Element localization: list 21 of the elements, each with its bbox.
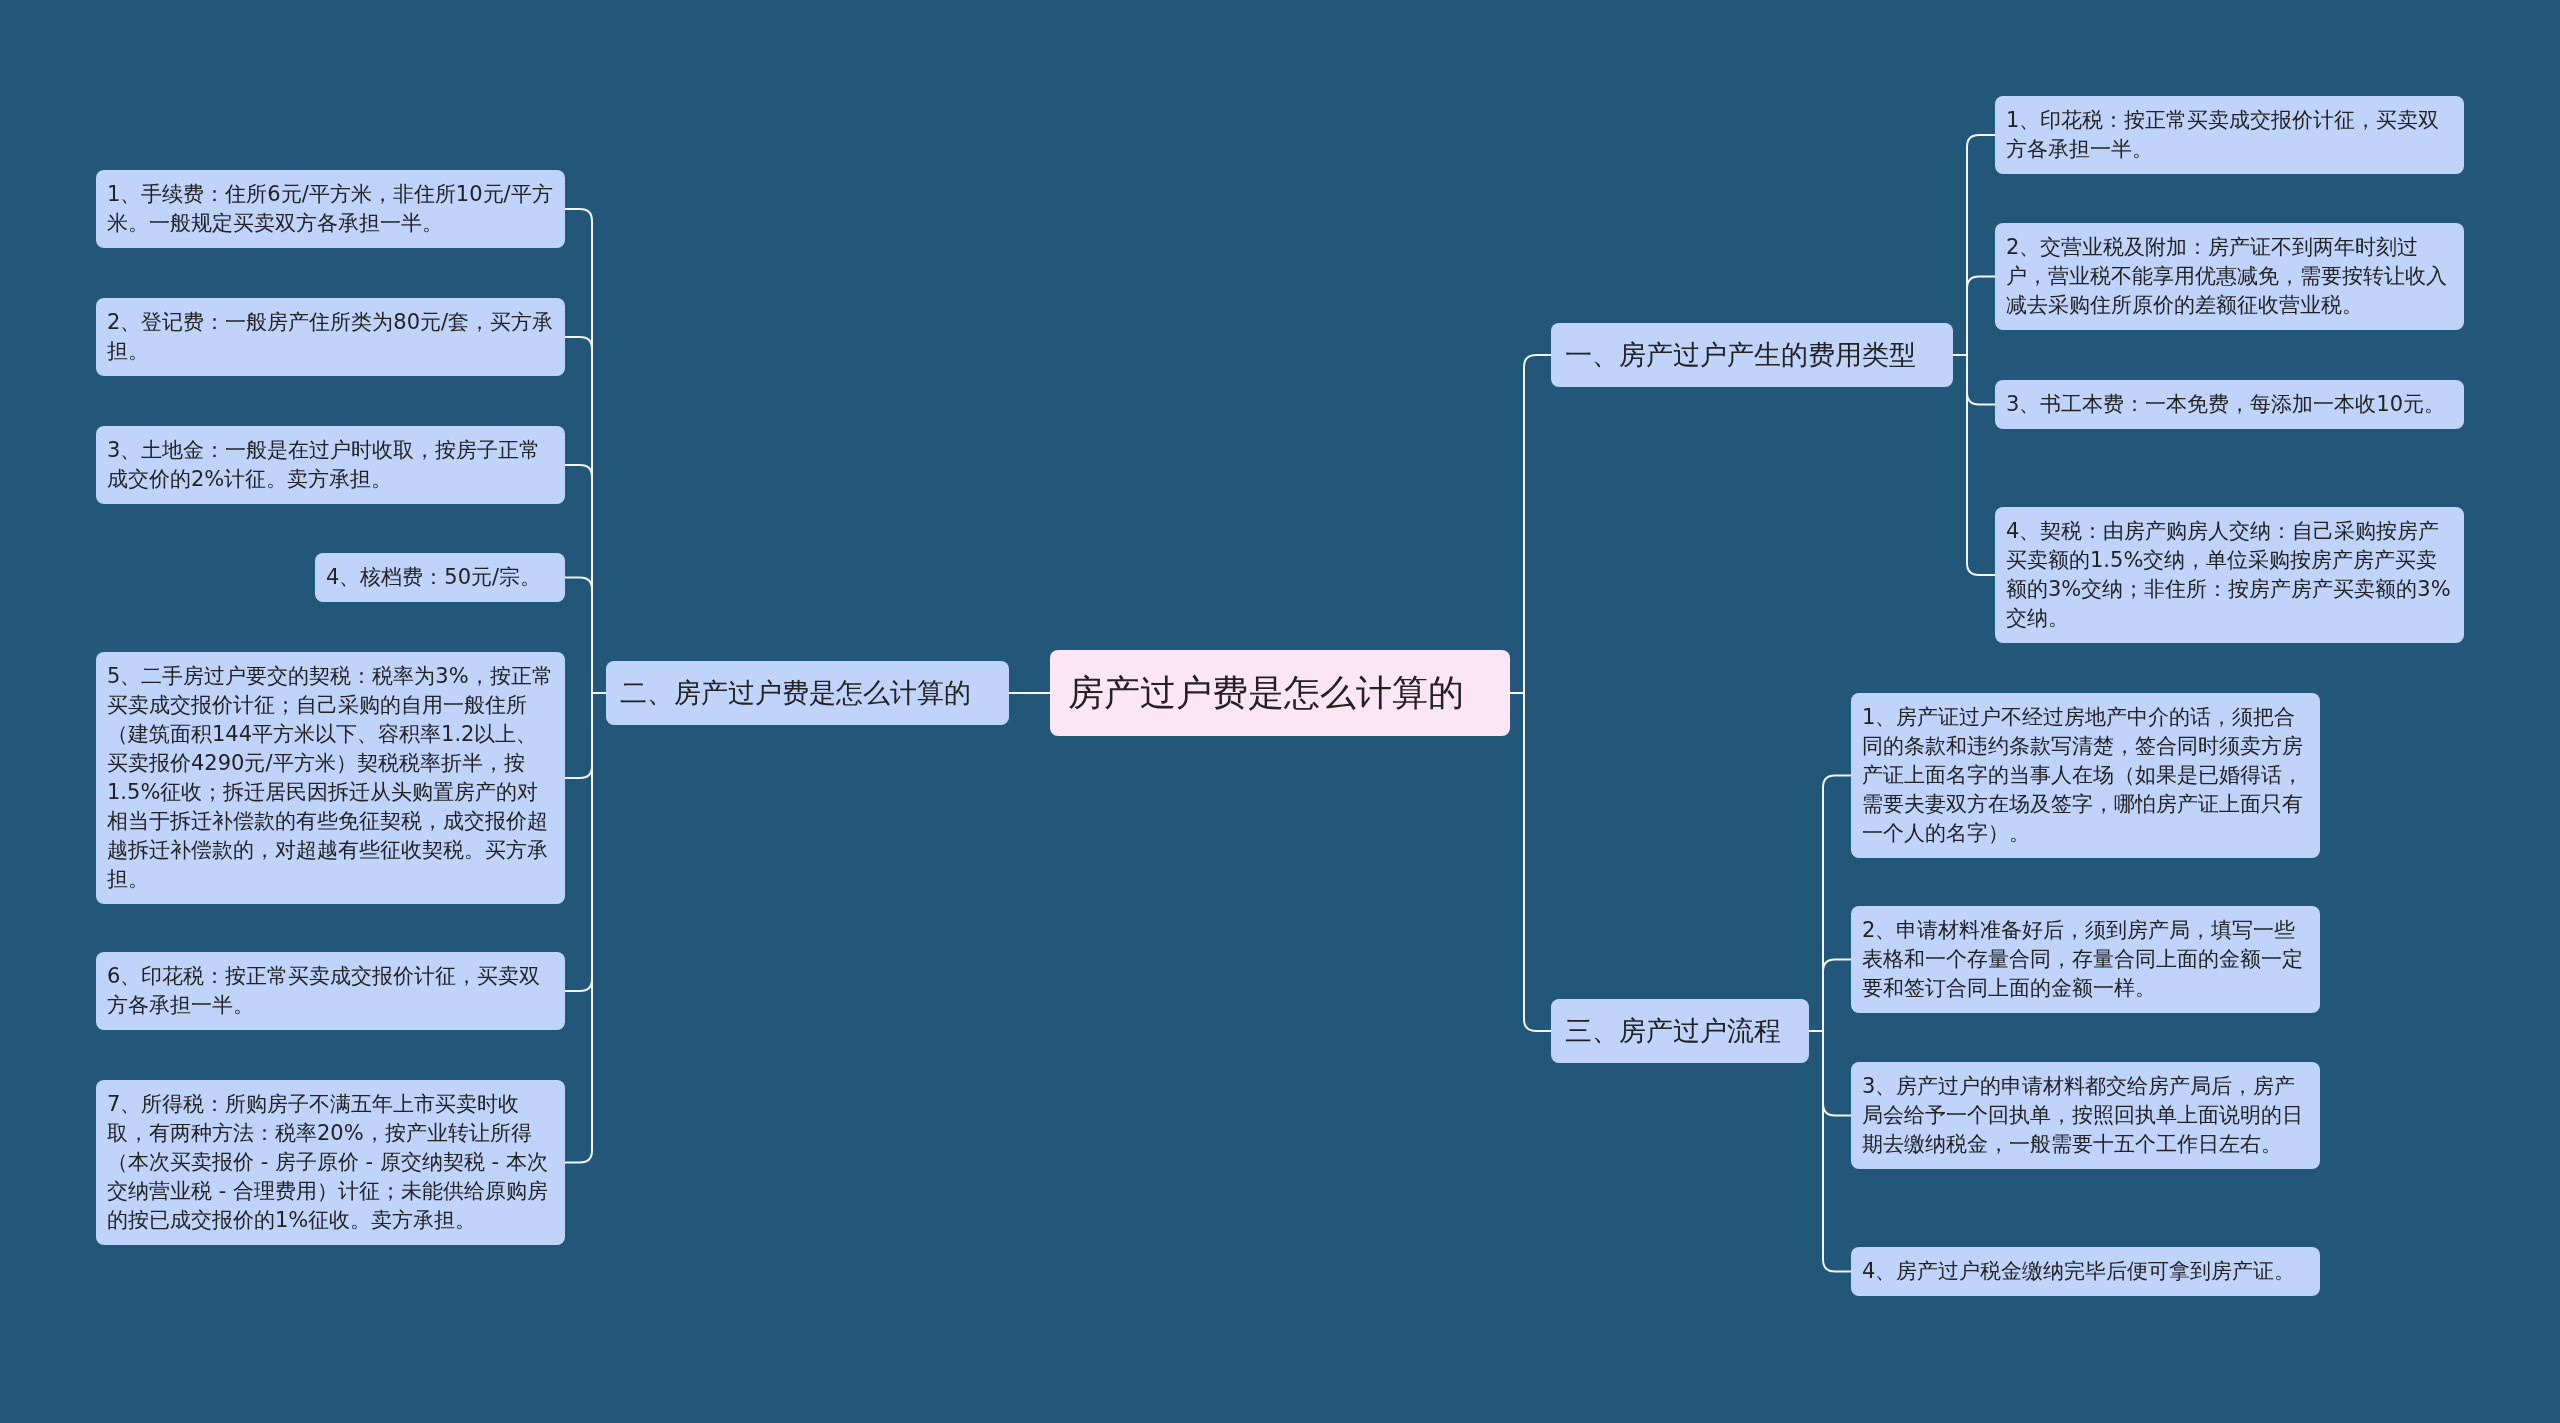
detail-box: 4、房产过户税金缴纳完毕后便可拿到房产证。 (1851, 1247, 2320, 1296)
detail-box: 3、书工本费：一本免费，每添加一本收10元。 (1995, 380, 2464, 429)
central-topic-box: 房产过户费是怎么计算的 (1050, 650, 1510, 736)
detail-box: 7、所得税：所购房子不满五年上市买卖时收取，有两种方法：税率20%，按产业转让所得（本次买卖报价 - 房子原价 - 原交纳契税 - 本次交纳营业税 - 合理费用）计征；未能供给原购房的按已成交报价的1%征收。卖方承担。 (96, 1080, 565, 1245)
branch-topic-box: 一、房产过户产生的费用类型 (1551, 323, 1953, 387)
detail-box: 6、印花税：按正常买卖成交报价计征，买卖双方各承担一半。 (96, 952, 565, 1030)
branch-topic-box: 三、房产过户流程 (1551, 999, 1809, 1063)
detail-box: 1、印花税：按正常买卖成交报价计征，买卖双方各承担一半。 (1995, 96, 2464, 174)
branch-topic-box: 二、房产过户费是怎么计算的 (606, 661, 1009, 725)
connector-line (1008, 692, 1051, 694)
detail-box: 5、二手房过户要交的契税：税率为3%，按正常买卖成交报价计征；自己采购的自用一般住所（建筑面积144平方米以下、容积率1.2以上、买卖报价4290元/平方米）契税税率折半，按1.5%征收；拆迁居民因拆迁从头购置房产的对相当于拆迁补偿款的有些免征契税，成交报价超越拆迁补偿款的，对超越有些征收契税。买方承担。 (96, 652, 565, 904)
detail-box: 1、手续费：住所6元/平方米，非住所10元/平方米。一般规定买卖双方各承担一半。 (96, 170, 565, 248)
detail-box: 4、核档费：50元/宗。 (315, 553, 565, 602)
detail-box: 2、申请材料准备好后，须到房产局，填写一些表格和一个存量合同，存量合同上面的金额一定要和签订合同上面的金额一样。 (1851, 906, 2320, 1013)
detail-box: 1、房产证过户不经过房地产中介的话，须把合同的条款和违约条款写清楚，签合同时须卖方房产证上面名字的当事人在场（如果是已婚得话，需要夫妻双方在场及签字，哪怕房产证上面只有一个人的名字）。 (1851, 693, 2320, 858)
connector-line (1509, 692, 1552, 1032)
detail-box: 3、土地金：一般是在过户时收取，按房子正常成交价的2%计征。卖方承担。 (96, 426, 565, 504)
detail-box: 3、房产过户的申请材料都交给房产局后，房产局会给予一个回执单，按照回执单上面说明的日期去缴纳税金，一般需要十五个工作日左右。 (1851, 1062, 2320, 1169)
detail-box: 4、契税：由房产购房人交纳：自己采购按房产买卖额的1.5%交纳，单位采购按房产房产买卖额的3%交纳；非住所：按房产房产买卖额的3%交纳。 (1995, 507, 2464, 643)
detail-box: 2、交营业税及附加：房产证不到两年时刻过户，营业税不能享用优惠减免，需要按转让收入减去采购住所原价的差额征收营业税。 (1995, 223, 2464, 330)
detail-box: 2、登记费：一般房产住所类为80元/套，买方承担。 (96, 298, 565, 376)
